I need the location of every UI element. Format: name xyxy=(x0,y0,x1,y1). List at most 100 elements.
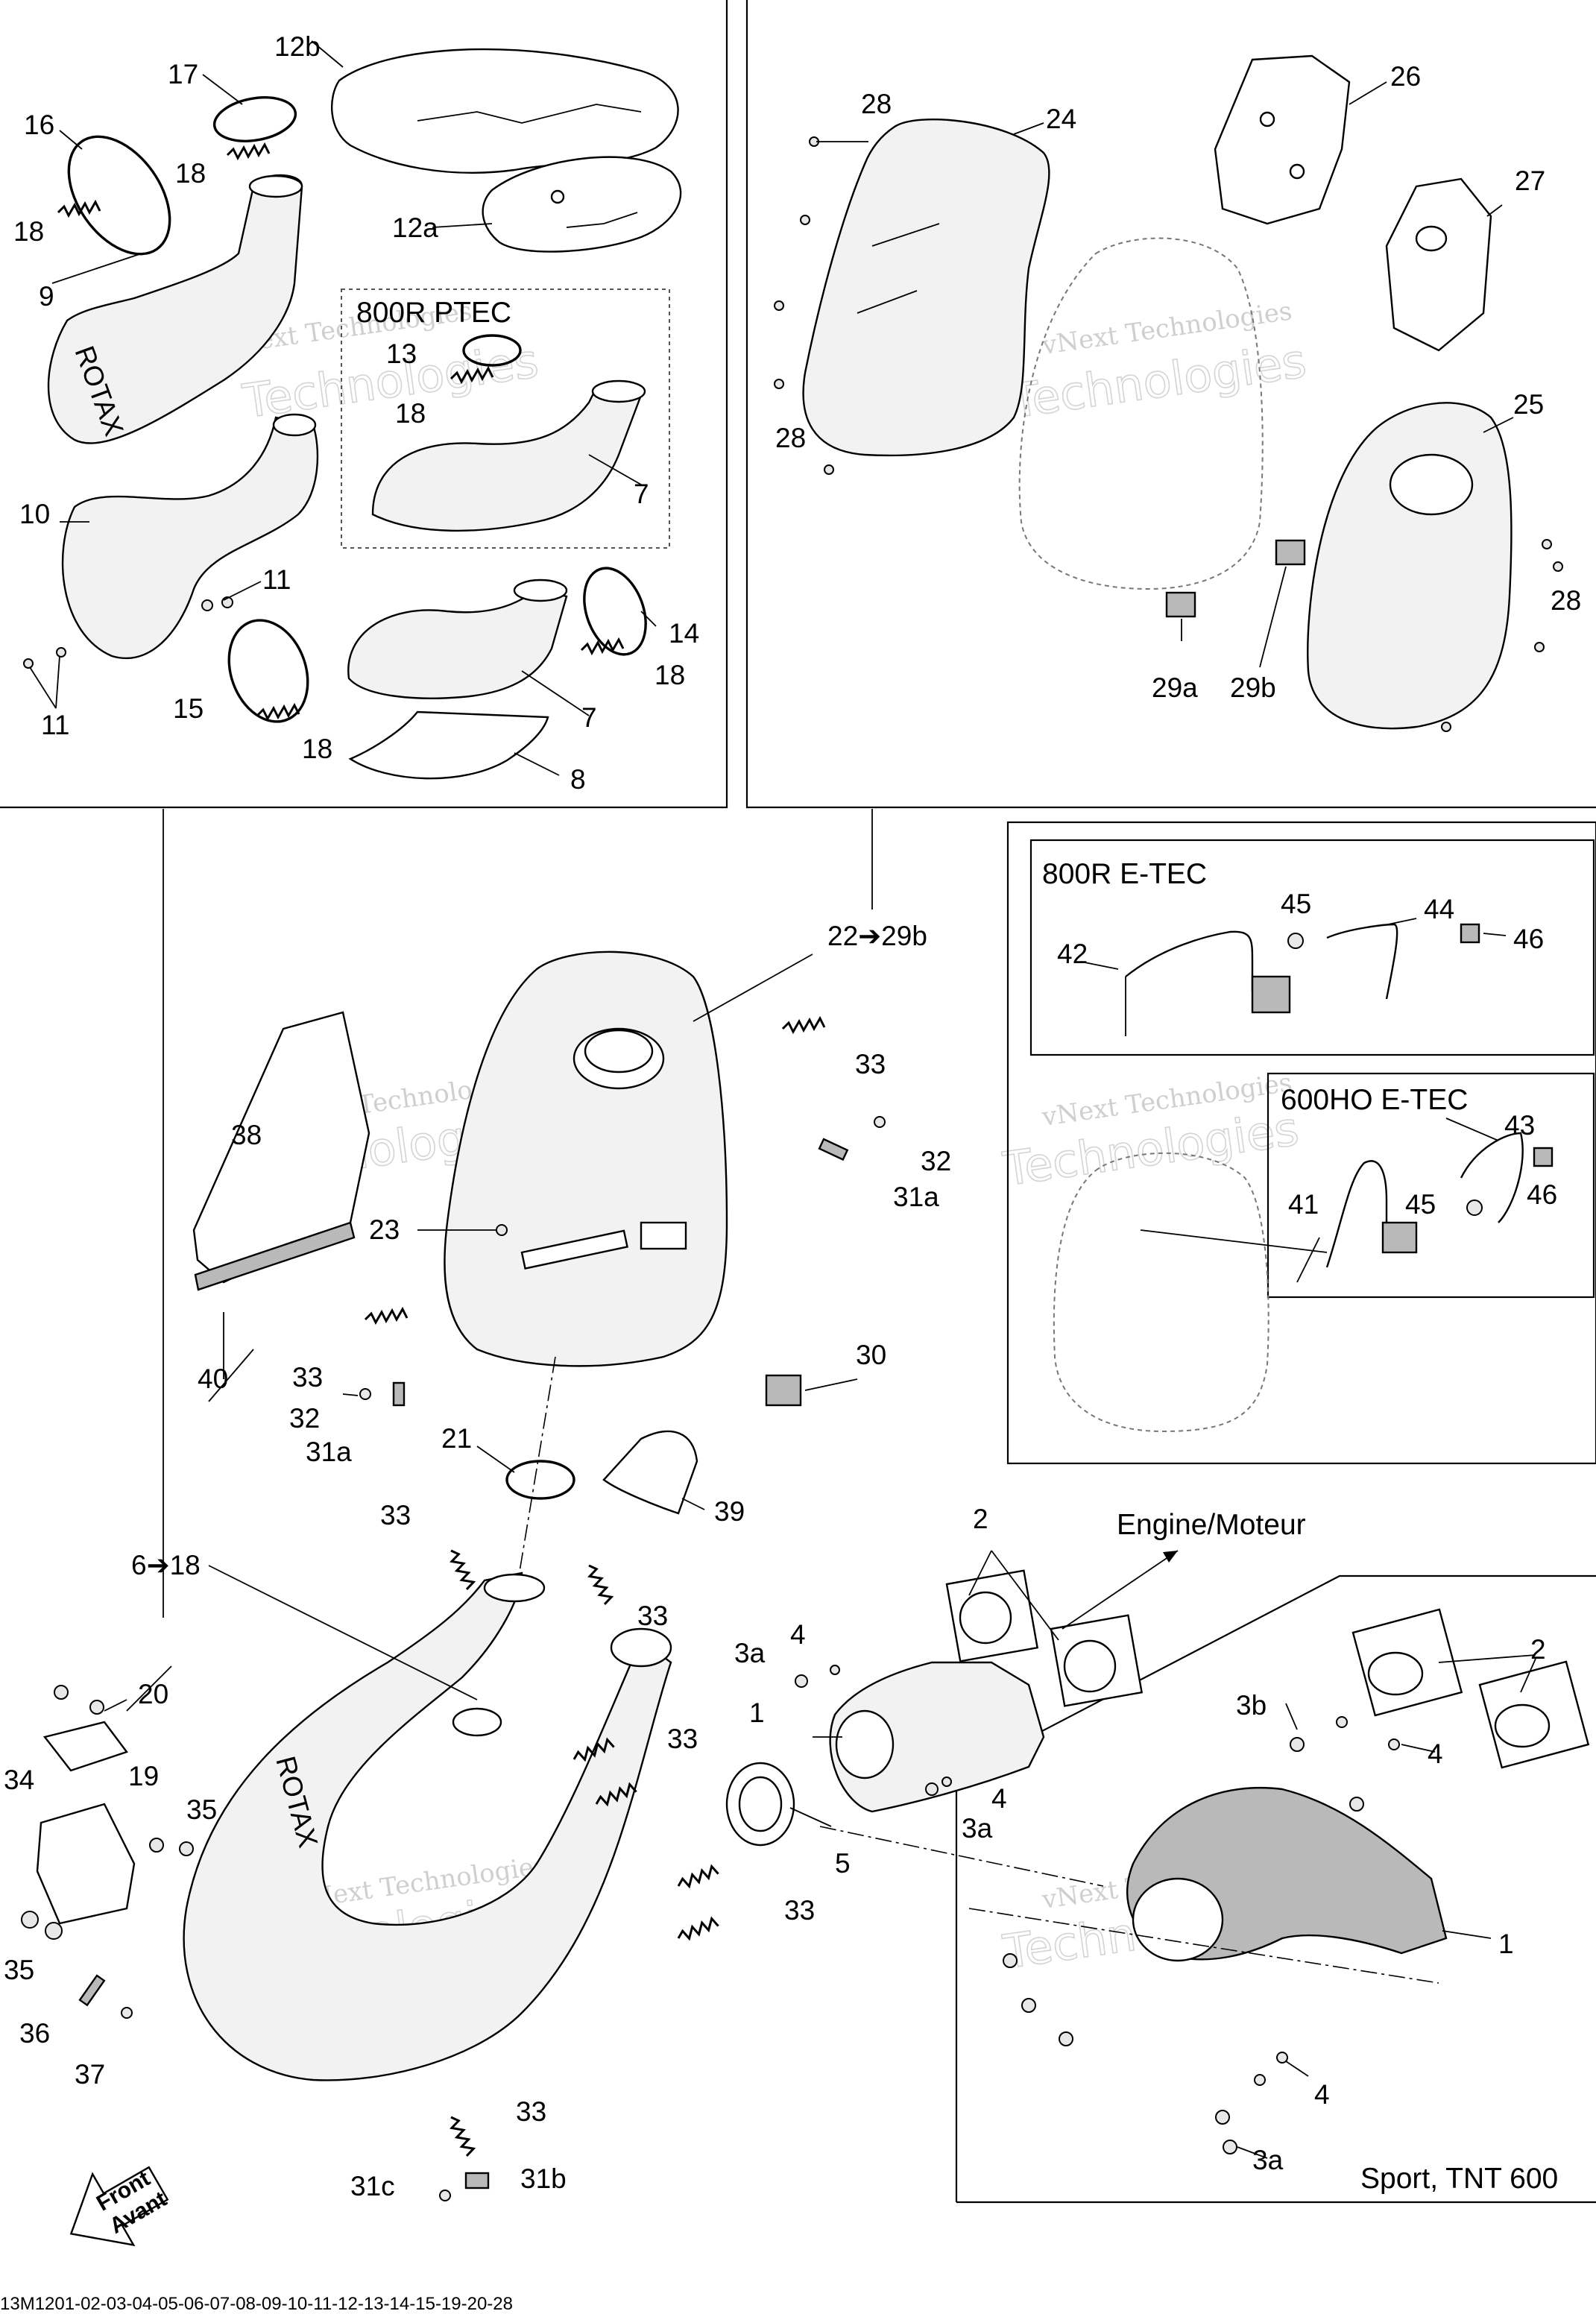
washer-4 xyxy=(941,1777,952,1787)
ring-45 xyxy=(1466,1199,1483,1216)
label-28: 28 xyxy=(775,423,806,453)
pipe-10-inlet xyxy=(272,413,317,437)
heat-shield-24-detail xyxy=(857,223,940,314)
leader xyxy=(1486,204,1503,217)
leader xyxy=(342,1393,359,1396)
gasket-27 xyxy=(1385,177,1492,352)
label-24: 24 xyxy=(1046,104,1076,134)
leader xyxy=(588,454,642,485)
label-7: 7 xyxy=(581,702,597,733)
label-46: 46 xyxy=(1527,1179,1557,1210)
leader xyxy=(693,953,813,1022)
gasket-26-hole xyxy=(1259,111,1275,127)
label-18: 18 xyxy=(395,398,426,429)
leader xyxy=(1013,122,1044,135)
bolt-3a xyxy=(925,1782,939,1796)
label-16: 16 xyxy=(24,110,54,140)
label-38: 38 xyxy=(231,1120,262,1150)
frame-800r-ptec xyxy=(341,289,670,549)
leader xyxy=(59,130,83,150)
frame-600ho-etec xyxy=(1267,1072,1595,1299)
clip-36 xyxy=(78,1974,106,2007)
elbow-7-ptec-inlet xyxy=(591,379,646,403)
label-5: 5 xyxy=(835,1848,851,1879)
label-33: 33 xyxy=(637,1601,668,1631)
front-arrow: Front Avant xyxy=(69,2166,171,2247)
screw-32 xyxy=(874,1116,886,1128)
clip-46 xyxy=(1460,923,1480,944)
leader xyxy=(681,1498,705,1510)
label-22-29b: 22➔29b xyxy=(827,921,927,951)
manifold-1 xyxy=(829,1661,1045,1813)
clamp-ring-13 xyxy=(462,334,522,367)
rivet-28 xyxy=(774,379,784,389)
label-31b: 31b xyxy=(520,2163,567,2194)
heat-shield-24 xyxy=(802,118,1050,457)
label-30: 30 xyxy=(856,1340,886,1370)
sensor-parts xyxy=(1053,923,1554,1433)
assembly-axis xyxy=(968,1908,1439,1984)
spring-33 xyxy=(587,1564,614,1605)
screw-32 xyxy=(359,1388,371,1400)
label-33: 33 xyxy=(855,1049,886,1079)
spring-33 xyxy=(781,1015,826,1035)
leader xyxy=(476,1446,515,1473)
bolt-3a xyxy=(1349,1797,1364,1812)
spring-18 xyxy=(57,199,101,218)
leader xyxy=(514,752,560,776)
label-17: 17 xyxy=(168,59,198,89)
spring-33 xyxy=(364,1306,409,1325)
label-32: 32 xyxy=(289,1403,320,1434)
label-2: 2 xyxy=(973,1504,988,1534)
spring-33 xyxy=(450,2116,476,2157)
label-3a: 3a xyxy=(1252,2145,1284,2175)
leader xyxy=(208,1349,254,1402)
washer-4 xyxy=(830,1665,840,1675)
hose-44 xyxy=(1326,923,1398,1000)
manifold-1-outlet xyxy=(835,1709,895,1779)
label-13: 13 xyxy=(386,338,417,369)
leader xyxy=(521,670,590,716)
leader xyxy=(1438,1654,1536,1693)
heat-shield-12a-cutout xyxy=(566,212,638,228)
muffler-22-tab xyxy=(640,1221,687,1250)
spring-33 xyxy=(595,1782,637,1807)
spring-33 xyxy=(677,1864,719,1889)
frame-top-right xyxy=(745,0,1596,809)
label-33: 33 xyxy=(516,2096,546,2127)
sensor-connector-42 xyxy=(1251,975,1291,1014)
grommet-29b xyxy=(1275,539,1306,566)
frame-top-left xyxy=(0,0,728,809)
bottom-left-parts: ROTAX xyxy=(21,1549,795,2201)
leader xyxy=(202,74,243,105)
washer-4 xyxy=(1336,1716,1348,1728)
label-8: 8 xyxy=(570,764,586,795)
label-14: 14 xyxy=(669,618,699,649)
rivet-28 xyxy=(774,300,784,311)
frame-sensors xyxy=(1006,821,1596,1465)
label-33: 33 xyxy=(292,1362,323,1393)
leader xyxy=(1483,417,1514,433)
variant-800r-ptec: 800R PTEC xyxy=(356,297,511,329)
leader xyxy=(1483,933,1507,936)
clip-31a xyxy=(818,1138,849,1161)
nut-11 xyxy=(201,599,213,611)
leader xyxy=(1285,2061,1309,2077)
variant-800r-etec: 800R E-TEC xyxy=(1042,858,1207,890)
leader-engine-arrow xyxy=(1163,1551,1178,1563)
label-45: 45 xyxy=(1405,1189,1436,1220)
frame-800r-etec xyxy=(1029,839,1595,1056)
rivet-28 xyxy=(1534,642,1545,652)
part-labels: 1 1 2 2 3a 3a 3a 3b 4 4 4 4 5 6➔18 7 7 8… xyxy=(4,31,1581,2201)
heat-shield-12a xyxy=(482,156,682,253)
leader xyxy=(1140,1229,1328,1253)
heat-shield-12b xyxy=(331,48,679,174)
label-29b: 29b xyxy=(1230,672,1276,703)
variant-600ho-etec: 600HO E-TEC xyxy=(1281,1084,1468,1116)
gasket-2-hole xyxy=(1063,1639,1117,1693)
sensor-connector-30 xyxy=(765,1374,802,1407)
sensor-probe-41 xyxy=(1296,1237,1320,1283)
label-11: 11 xyxy=(262,564,291,595)
manifold-parts xyxy=(795,1569,1144,1813)
label-27: 27 xyxy=(1515,165,1545,196)
